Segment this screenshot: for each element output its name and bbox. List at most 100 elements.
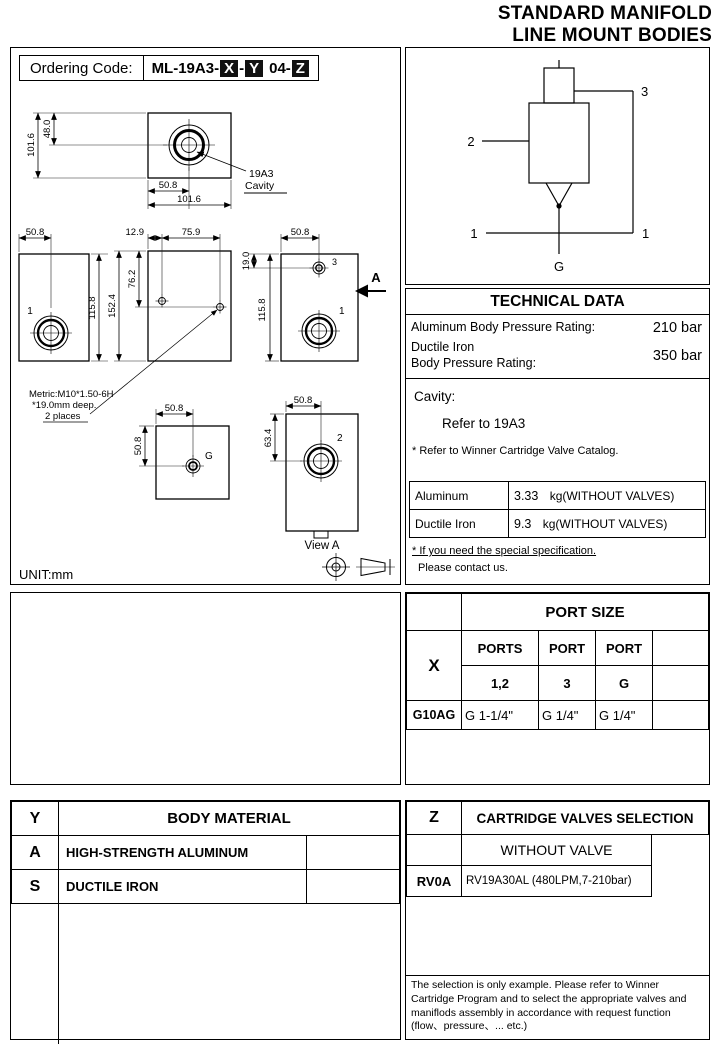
page-title: STANDARD MANIFOLD LINE MOUNT BODIES	[498, 3, 712, 47]
page-title-line2: LINE MOUNT BODIES	[512, 24, 712, 46]
drawing-panel: Ordering Code: ML-19A3-X-Y 04-Z	[10, 47, 401, 585]
ductile-iron-pressure-row: Ductile Iron Body Pressure Rating: 350 b…	[411, 340, 702, 371]
schematic-poppet-dot	[556, 203, 562, 209]
cavity-block: Cavity: Refer to 19A3 * Refer to Winner …	[406, 379, 709, 457]
right-view-dimension-lines	[251, 235, 320, 362]
cartridge-selection-note: The selection is only example. Please re…	[406, 975, 709, 1039]
dim-mid-height: 152.4	[107, 294, 118, 318]
top-view-outline	[147, 112, 232, 179]
aluminum-pressure-row: Aluminum Body Pressure Rating: 210 bar	[411, 320, 702, 336]
schematic-lines	[482, 60, 634, 254]
right-view-outline	[280, 253, 359, 362]
ordering-code-y-badge: Y	[245, 59, 264, 77]
weight-value-aluminum-cell: 3.33 kg(WITHOUT VALVES)	[508, 481, 706, 511]
page-title-line1: STANDARD MANIFOLD	[497, 3, 712, 24]
cavity-label: Cavity:	[414, 389, 456, 405]
technical-data-title: TECHNICAL DATA	[406, 289, 709, 315]
cartridge-code-rv0a: RV0A	[406, 865, 462, 897]
unit-label: UNIT:mm	[19, 567, 73, 582]
view-a-arrow-label: A	[371, 270, 381, 285]
dim-top-width: 101.6	[177, 194, 201, 205]
ductile-iron-pressure-value: 350 bar	[652, 347, 702, 364]
front-view-outline	[147, 250, 232, 362]
view-a-outline	[285, 413, 359, 539]
dim-left-port-x: 50.8	[26, 227, 45, 238]
dim-top-height: 101.6	[26, 133, 37, 157]
header-port: PORT	[538, 630, 596, 666]
port-1-left-label: 1	[27, 306, 33, 317]
body-material-name-iron: DUCTILE IRON	[58, 869, 307, 904]
ordering-code-z-badge: Z	[291, 59, 309, 77]
table-row: X PORTS PORT PORT	[406, 630, 709, 701]
empty-cell	[652, 866, 709, 897]
dim-v2-y: 63.4	[263, 429, 274, 448]
table-row: Aluminum 3.33 kg(WITHOUT VALVES)	[409, 481, 706, 511]
dim-v2-x: 50.8	[294, 395, 313, 406]
dim-mid-hole-x2: 75.9	[182, 227, 201, 238]
ordering-code-separator: -	[239, 59, 245, 77]
special-specification-note-line1: * If you need the special specification.	[412, 545, 597, 557]
cartridge-z-header: Z	[406, 801, 462, 835]
weight-table: Aluminum 3.33 kg(WITHOUT VALVES) Ductile…	[409, 481, 706, 539]
dim-g-y: 50.8	[133, 437, 144, 456]
weight-material-iron: Ductile Iron	[409, 509, 509, 539]
port-2-label: 2	[337, 433, 343, 444]
table-row: RV0A RV19A30AL (480LPM,7-210bar)	[406, 865, 709, 897]
weight-material-aluminum: Aluminum	[409, 481, 509, 511]
aluminum-pressure-label: Aluminum Body Pressure Rating:	[411, 320, 596, 335]
schematic-port-1-right: 1	[642, 226, 649, 241]
port-size-x-header: X	[406, 630, 462, 701]
view-a-arrow	[355, 284, 386, 298]
empty-cell	[652, 700, 709, 730]
body-material-title: BODY MATERIAL	[58, 801, 400, 836]
cartridge-valves-table: Z CARTRIDGE VALVES SELECTION WITHOUT VAL…	[406, 801, 709, 897]
empty-cell	[306, 869, 400, 904]
empty-cell	[652, 835, 709, 866]
table-row: PORT SIZE	[406, 593, 709, 631]
schematic-port-3: 3	[641, 84, 648, 99]
technical-drawing: 101.6 48.0 50.8 101.6 19A3 Cavity 1	[18, 112, 395, 582]
metric-note-line3: 2 places	[45, 411, 81, 422]
metric-note-line1: Metric:M10*1.50-6H	[29, 389, 114, 400]
g-view-dimension-lines	[142, 411, 194, 467]
ordering-code-x-badge: X	[220, 59, 239, 77]
header-port-g: G	[595, 665, 653, 701]
projection-symbol-icon	[322, 553, 395, 581]
port-size-table: PORT SIZE X PORTS PORT PORT 1,2 3 G G10A…	[406, 593, 709, 730]
empty-panel	[10, 592, 401, 785]
table-row: WITHOUT VALVE	[406, 834, 709, 866]
special-specification-note: * If you need the special specification.…	[412, 543, 596, 576]
ductile-iron-pressure-label-line2: Body Pressure Rating:	[411, 355, 537, 370]
port-size-panel: PORT SIZE X PORTS PORT PORT 1,2 3 G G10A…	[405, 592, 710, 785]
ordering-code-mid: 04-	[269, 59, 291, 77]
front-view-extension-lines	[114, 234, 221, 362]
header-ports: PORTS	[461, 630, 539, 666]
schematic-port-g: G	[554, 259, 564, 274]
body-material-table: Y BODY MATERIAL A HIGH-STRENGTH ALUMINUM…	[11, 801, 400, 1044]
header-port-3: 3	[538, 665, 596, 701]
header-ports-12: 1,2	[461, 665, 539, 701]
top-view-dimension-lines	[35, 112, 232, 208]
aluminum-pressure-value: 210 bar	[652, 320, 702, 336]
cavity-value: Refer to 19A3	[442, 416, 526, 432]
empty-cell	[652, 665, 709, 701]
cavity-callout-line2: Cavity	[245, 180, 275, 192]
dim-top-offset: 48.0	[42, 120, 53, 139]
dim-left-height: 115.8	[87, 296, 98, 319]
body-material-code-s: S	[11, 869, 59, 904]
cartridge-valves-panel: Z CARTRIDGE VALVES SELECTION WITHOUT VAL…	[405, 800, 710, 1040]
port-size-title: PORT SIZE	[461, 593, 709, 631]
ductile-iron-pressure-label: Ductile Iron Body Pressure Rating:	[411, 340, 536, 371]
ordering-code-prefix: ML-19A3-	[151, 59, 220, 77]
schematic-port-2: 2	[467, 134, 474, 149]
ductile-iron-pressure-label-line1: Ductile Iron	[411, 340, 475, 354]
weight-unit-iron: kg(WITHOUT VALVES)	[542, 516, 668, 531]
empty-cell	[406, 593, 462, 631]
ordering-code-label: Ordering Code:	[30, 59, 133, 77]
left-view-dimension-lines	[18, 235, 102, 362]
port-1-right-label: 1	[339, 306, 345, 317]
header-port: PORT	[595, 630, 653, 666]
metric-note-line2: *19.0mm deep.	[32, 400, 96, 411]
view-a-caption: View A	[305, 540, 340, 552]
dim-g-x: 50.8	[165, 403, 184, 414]
